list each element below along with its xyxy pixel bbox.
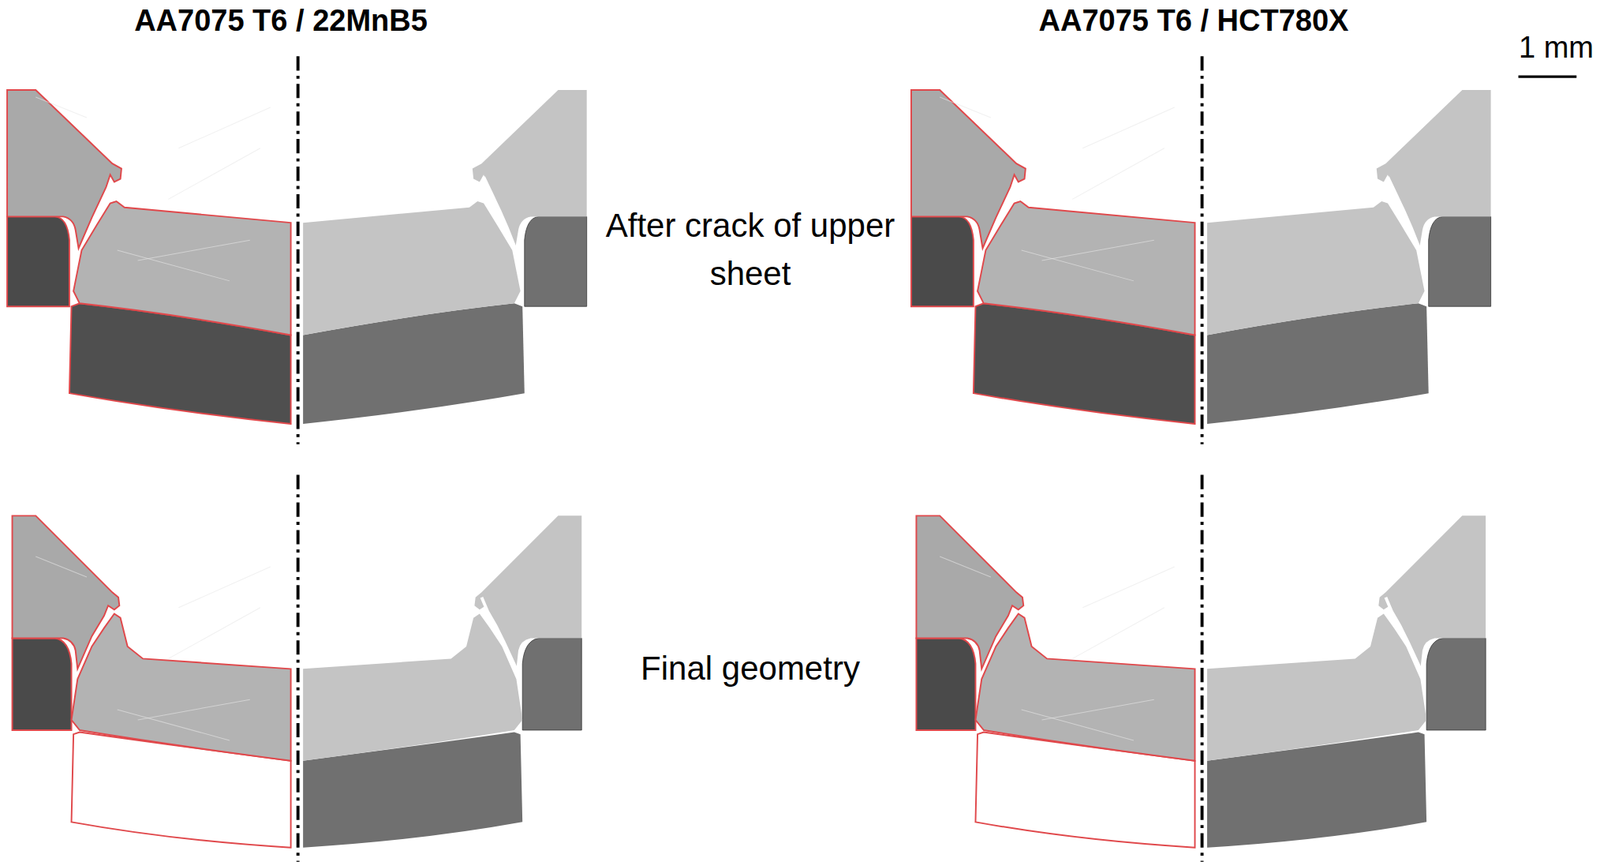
- scale-bar: [1518, 75, 1578, 79]
- scratch: [1072, 607, 1164, 659]
- scratch: [1082, 566, 1174, 608]
- scratch: [178, 107, 270, 149]
- upper-sheet: [302, 201, 520, 335]
- scratch: [178, 566, 270, 608]
- simulation-half: [302, 515, 582, 847]
- crack-line: [483, 176, 516, 249]
- upper-sheet: [472, 89, 587, 248]
- upper-sheet: [73, 201, 291, 335]
- symmetry-axis: [296, 56, 300, 444]
- simulation-half: [1207, 89, 1492, 424]
- crack-line: [481, 597, 516, 670]
- scratch: [138, 699, 251, 720]
- lower-sheet: [1428, 216, 1492, 307]
- upper-sheet: [1207, 201, 1425, 335]
- upper-sheet: [915, 515, 1024, 669]
- crack-line: [1387, 176, 1420, 249]
- lower-sheet: [1426, 638, 1486, 730]
- symmetry-axis: [1200, 56, 1204, 444]
- scale-label: 1 mm: [1483, 29, 1594, 67]
- scratch: [1021, 250, 1134, 281]
- scratch: [168, 148, 260, 200]
- scratch: [138, 239, 251, 261]
- symmetry-axis: [1200, 474, 1204, 862]
- simulation-half: [1207, 515, 1486, 847]
- panel: [915, 474, 1486, 862]
- scratch: [939, 556, 991, 577]
- scratch: [1042, 699, 1155, 720]
- column-title: AA7075 T6 / 22MnB5: [44, 3, 518, 40]
- panel: [12, 474, 583, 862]
- lower-sheet: [522, 638, 582, 730]
- panel: [7, 56, 587, 444]
- scratch: [1021, 709, 1134, 741]
- row-label: Final geometry: [584, 648, 916, 688]
- crack-line: [1385, 597, 1421, 670]
- lower-sheet: [911, 216, 974, 307]
- scratch: [1072, 148, 1164, 200]
- lower-sheet: [12, 638, 72, 730]
- upper-sheet: [474, 515, 582, 669]
- lower-sheet: [524, 216, 587, 307]
- upper-sheet: [7, 89, 122, 248]
- scratch: [939, 97, 991, 118]
- upper-sheet: [1207, 613, 1427, 761]
- scratch: [1082, 107, 1174, 149]
- upper-sheet: [975, 613, 1195, 761]
- column-title: AA7075 T6 / HCT780X: [941, 3, 1447, 40]
- micrograph-half: [915, 515, 1195, 847]
- panel: [911, 56, 1492, 444]
- simulation-half: [302, 89, 587, 424]
- upper-sheet: [977, 201, 1195, 335]
- symmetry-axis: [296, 474, 300, 862]
- scratch: [1042, 239, 1155, 261]
- micrograph-half: [911, 89, 1196, 424]
- upper-sheet: [71, 613, 292, 761]
- lower-sheet: [915, 638, 976, 730]
- micrograph-half: [7, 89, 292, 424]
- scratch: [35, 556, 87, 577]
- micrograph-half: [12, 515, 292, 847]
- row-label: After crack of upper sheet: [600, 201, 901, 299]
- upper-sheet: [1378, 515, 1486, 669]
- upper-sheet: [911, 89, 1026, 248]
- scratch: [35, 97, 87, 118]
- upper-sheet: [1376, 89, 1492, 248]
- upper-sheet: [302, 613, 523, 761]
- scratch: [117, 709, 230, 741]
- lower-sheet: [7, 216, 70, 307]
- upper-sheet: [12, 515, 120, 669]
- scratch: [168, 607, 260, 659]
- scratch: [117, 250, 230, 281]
